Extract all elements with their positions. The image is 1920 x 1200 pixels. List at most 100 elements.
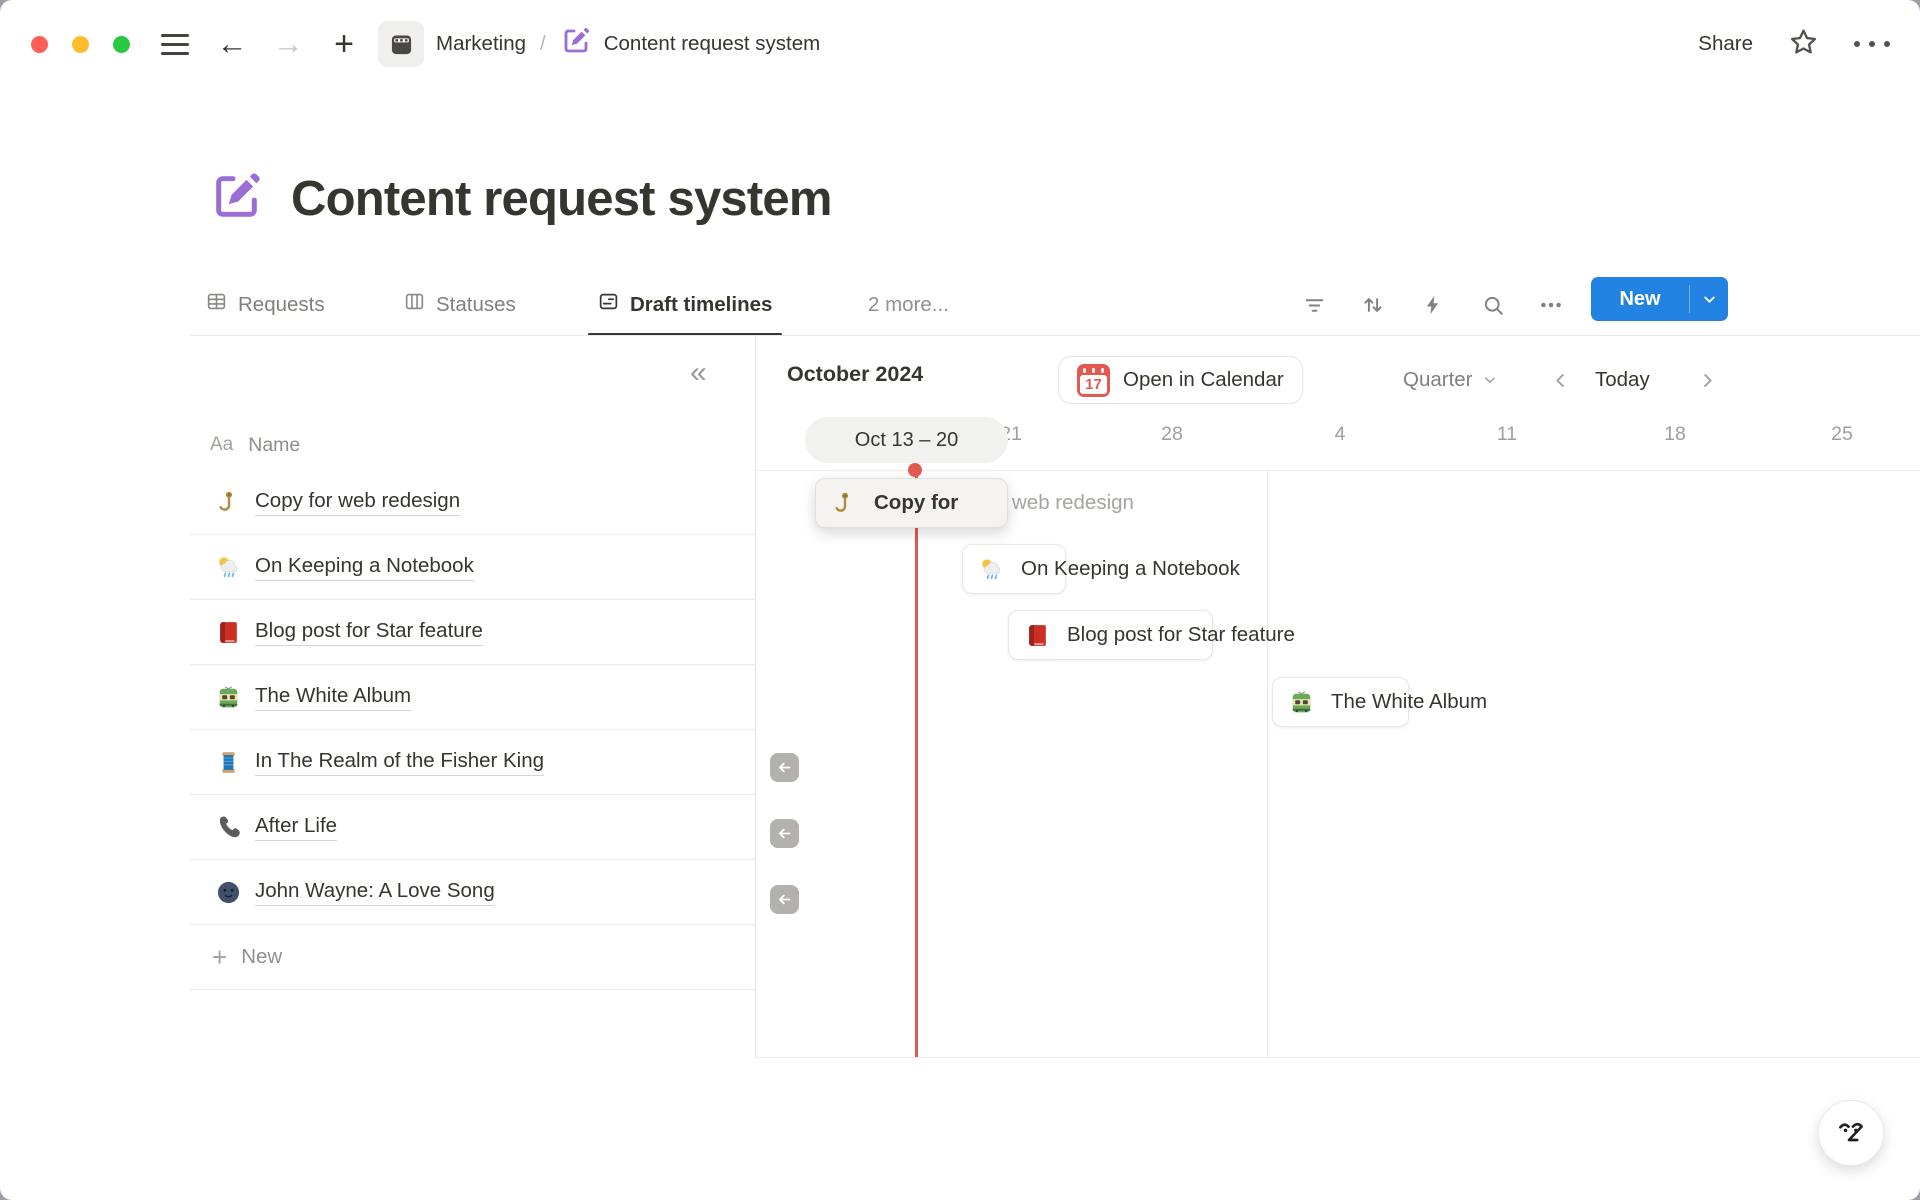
timeline-panel: October 2024 17 Open in Calendar Quarter…: [755, 336, 1920, 1058]
next-period-icon[interactable]: [1690, 356, 1724, 404]
sidebar-toggle-button[interactable]: [158, 0, 192, 88]
new-moon-face-icon: [215, 879, 242, 906]
bar-label: Copy for: [874, 491, 959, 514]
panel-divider: [755, 336, 756, 1057]
bar-overflow-label: web redesign: [1012, 491, 1134, 514]
timeline-bar-blog-post-for-star-feature[interactable]: Blog post for Star feature: [1008, 610, 1295, 660]
page-memo-icon: [208, 168, 265, 230]
new-tab-button[interactable]: +: [324, 0, 364, 88]
collapse-panel-icon[interactable]: «: [690, 356, 707, 389]
breadcrumb-page[interactable]: Content request system: [560, 25, 820, 63]
sun-behind-rain-cloud-icon: [215, 554, 242, 581]
jump-to-item-left-icon[interactable]: [770, 885, 799, 914]
tab-requests[interactable]: Requests: [205, 276, 325, 333]
week-tick: 18: [1664, 423, 1686, 445]
new-button[interactable]: New: [1591, 277, 1728, 321]
view-options-ellipsis-icon[interactable]: [1534, 282, 1568, 328]
timeline-period-label: October 2024: [787, 362, 924, 386]
week-tick: 28: [1161, 423, 1183, 445]
minimize-window-button[interactable]: [72, 36, 89, 53]
row-title: Copy for web redesign: [255, 489, 461, 516]
table-header-row[interactable]: Aa Name: [190, 420, 300, 470]
forward-button[interactable]: →: [268, 0, 308, 88]
timeline-bar-the-white-album[interactable]: The White Album: [1272, 677, 1487, 727]
filter-icon[interactable]: [1297, 282, 1331, 328]
week-tick: 4: [1334, 423, 1346, 445]
back-button[interactable]: ←: [212, 0, 252, 88]
bar-label: Blog post for Star feature: [1067, 623, 1295, 646]
table-rows: Copy for web redesign On Keeping a Noteb…: [190, 470, 755, 990]
new-row-label: New: [241, 945, 283, 968]
breadcrumb-workspace[interactable]: Marketing: [378, 21, 526, 67]
more-views-button[interactable]: 2 more...: [868, 276, 949, 333]
page-header: Content request system: [208, 168, 832, 230]
calendar-day-number: 17: [1080, 374, 1107, 394]
name-column-header: Name: [248, 433, 301, 456]
timeline-view-icon: [597, 290, 620, 319]
table-row[interactable]: Blog post for Star feature: [190, 600, 755, 665]
zoom-select-label: Quarter: [1403, 368, 1473, 391]
view-tabbar: Requests Statuses Draft timelines 2 more…: [0, 276, 1920, 336]
sun-behind-rain-cloud-icon: [978, 556, 1005, 583]
tab-label: Requests: [238, 292, 325, 316]
share-button[interactable]: Share: [1698, 32, 1753, 55]
favorite-star-button[interactable]: [1787, 26, 1820, 62]
breadcrumb-separator: /: [540, 32, 546, 55]
today-indicator-dot: [908, 463, 922, 477]
table-row[interactable]: On Keeping a Notebook: [190, 535, 755, 600]
table-row[interactable]: In The Realm of the Fisher King: [190, 730, 755, 795]
zoom-window-button[interactable]: [113, 36, 130, 53]
week-tick: 25: [1831, 423, 1853, 445]
row-title: The White Album: [255, 684, 412, 711]
close-window-button[interactable]: [31, 36, 48, 53]
timeline-zoom-select[interactable]: Quarter: [1403, 356, 1498, 404]
row-title: John Wayne: A Love Song: [255, 879, 495, 906]
view-content: « Aa Name Copy for web redesign On Keepi…: [0, 336, 1920, 1200]
page-title: Content request system: [291, 172, 832, 226]
notion-ai-face-button[interactable]: [1818, 1100, 1884, 1166]
hook-icon: [215, 489, 242, 516]
week-tick: 11: [1496, 423, 1518, 445]
open-in-calendar-button[interactable]: 17 Open in Calendar: [1058, 356, 1303, 404]
titlebar: ← → + Marketing / Content request system…: [0, 0, 1920, 88]
table-row[interactable]: After Life: [190, 795, 755, 860]
sort-icon[interactable]: [1356, 282, 1390, 328]
plus-icon: +: [212, 941, 228, 972]
new-button-divider: [1689, 285, 1690, 313]
open-in-calendar-label: Open in Calendar: [1123, 368, 1284, 391]
table-view-icon: [205, 290, 228, 319]
workspace-icon: [378, 21, 424, 67]
tab-statuses[interactable]: Statuses: [403, 276, 516, 333]
chevron-down-icon: [1484, 377, 1495, 383]
table-row[interactable]: Copy for web redesign: [190, 470, 755, 535]
tab-draft-timelines[interactable]: Draft timelines: [587, 276, 783, 336]
text-property-icon: Aa: [210, 434, 234, 455]
calendar-icon: 17: [1077, 363, 1110, 397]
chevron-down-icon[interactable]: [1690, 291, 1728, 308]
automations-lightning-icon[interactable]: [1416, 282, 1450, 328]
month-gridline: [1267, 470, 1268, 1057]
timeline-bar-on-keeping-a-notebook[interactable]: On Keeping a Notebook: [962, 544, 1240, 594]
titlebar-actions: Share: [1698, 0, 1890, 88]
more-options-button[interactable]: [1854, 41, 1890, 47]
traffic-lights: [31, 36, 130, 53]
jump-to-item-left-icon[interactable]: [770, 753, 799, 782]
tram-icon: [1288, 689, 1315, 716]
jump-to-item-left-icon[interactable]: [770, 819, 799, 848]
tab-label: Draft timelines: [630, 292, 773, 316]
search-icon[interactable]: [1476, 282, 1510, 328]
prev-period-icon[interactable]: [1543, 356, 1577, 404]
today-indicator-line: [915, 470, 918, 1057]
bar-label: On Keeping a Notebook: [1021, 557, 1240, 580]
row-title: On Keeping a Notebook: [255, 554, 474, 581]
table-row[interactable]: The White Album: [190, 665, 755, 730]
table-row[interactable]: John Wayne: A Love Song: [190, 860, 755, 925]
thread-icon: [215, 749, 242, 776]
hook-icon: [831, 490, 858, 517]
closed-book-icon: [215, 619, 242, 646]
row-title: After Life: [255, 814, 338, 841]
today-button[interactable]: Today: [1595, 356, 1650, 404]
new-row-button[interactable]: + New: [190, 925, 755, 990]
timeline-bar-copy-for-web-redesign[interactable]: Copy for: [815, 478, 1008, 528]
board-view-icon: [403, 290, 426, 319]
